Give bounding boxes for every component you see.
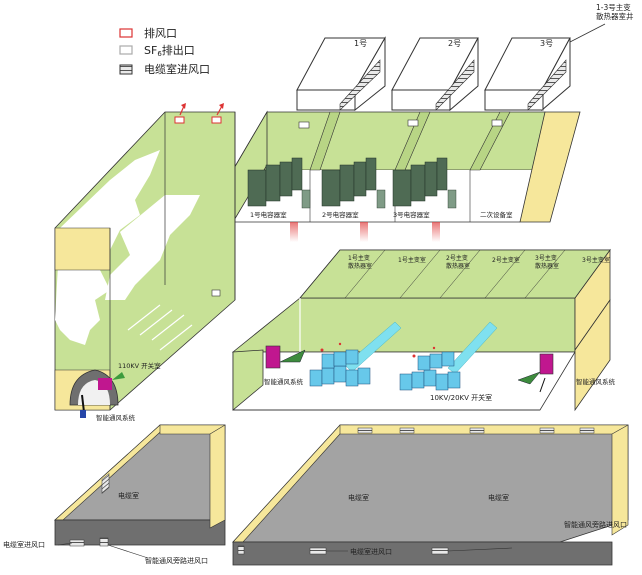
transformer-room-label-3b: 散热器室 — [446, 262, 470, 270]
capacitor-room-3: 3号电容器室 — [393, 210, 430, 219]
legend-cable-intake-label: 电缆室进风口 — [144, 62, 210, 76]
legend-sf6-label: SF6排出口 — [144, 43, 195, 58]
legend: 排风口 SF6排出口 电缆室进风口 — [119, 26, 210, 76]
left-smart-vent-label: 智能通风系统 — [96, 413, 136, 422]
left-tower: 110KV 开关室 智能通风系统 — [54, 103, 236, 422]
sf6-legend-swatch — [119, 45, 133, 55]
capacitor-room-1: 1号电容器室 — [250, 210, 287, 219]
transformer-room-label-5a: 3号主变 — [535, 254, 557, 262]
transformer-room-label-2: 1号主变室 — [398, 256, 426, 264]
secondary-equipment-room: 二次设备室 — [480, 210, 513, 219]
transformer-room-label-1b: 散热器室 — [348, 262, 372, 270]
radiator-label-2: 2号 — [448, 39, 461, 48]
right-bypass-intake-label: 智能通风旁路进风口 — [564, 520, 627, 529]
left-cable-room-label: 电缆室 — [118, 491, 139, 500]
radiator-units: 1号 2号 3号 1-3号主变 散热器室井 — [296, 2, 634, 112]
exhaust-legend-swatch — [119, 28, 133, 38]
radiator-unit-3 — [484, 37, 571, 112]
radiator-callout-line1: 1-3号主变 — [596, 2, 631, 12]
main-cable-intake-label: 电缆室进风口 — [350, 547, 392, 556]
smart-vent-label-left: 智能通风系统 — [264, 377, 304, 386]
transformer-room-label-4: 2号主变室 — [492, 256, 520, 264]
transformer-room-label-6: 3号主变室 — [582, 256, 610, 264]
main-cable-room-label-b: 电缆室 — [488, 493, 509, 502]
switch-room-label: 10KV/20KV 开关室 — [430, 393, 492, 402]
legend-exhaust-label: 排风口 — [144, 26, 177, 40]
radiator-unit-1 — [296, 36, 386, 112]
main-cable-room-label-a: 电缆室 — [348, 493, 369, 502]
cable-intake-legend-swatch — [119, 64, 133, 75]
capacitor-level: 1号电容器室 2号电容器室 3号电容器室 二次设备室 — [232, 110, 581, 242]
transformer-room-label-3a: 2号主变 — [446, 254, 468, 262]
capacitor-room-2: 2号电容器室 — [322, 210, 359, 219]
left-cable-intake-label: 电缆室进风口 — [3, 540, 45, 549]
radiator-callout-line2: 散热器室井 — [596, 11, 634, 21]
radiator-callout-leader — [569, 23, 606, 43]
radiator-label-3: 3号 — [540, 39, 553, 48]
main-cable-level: 电缆室 电缆室 电缆室进风口 智能通风旁路进风口 — [232, 424, 629, 566]
transformer-room-label-5b: 散热器室 — [535, 262, 559, 270]
left-bypass-intake-label: 智能通风旁路进风口 — [145, 556, 208, 565]
left-cable-room: 电缆室 电缆室进风口 智能通风旁路进风口 — [3, 424, 226, 565]
radiator-unit-2 — [391, 37, 479, 112]
transformer-room-label-1a: 1号主变 — [348, 254, 370, 262]
radiator-label-1: 1号 — [354, 39, 367, 48]
smart-vent-label-right: 智能通风系统 — [576, 377, 616, 386]
left-switch-room-label: 110KV 开关室 — [118, 361, 161, 370]
transformer-level: 1号主变 散热器室 1号主变室 2号主变 散热器室 2号主变室 3号主变 散热器… — [231, 248, 616, 412]
